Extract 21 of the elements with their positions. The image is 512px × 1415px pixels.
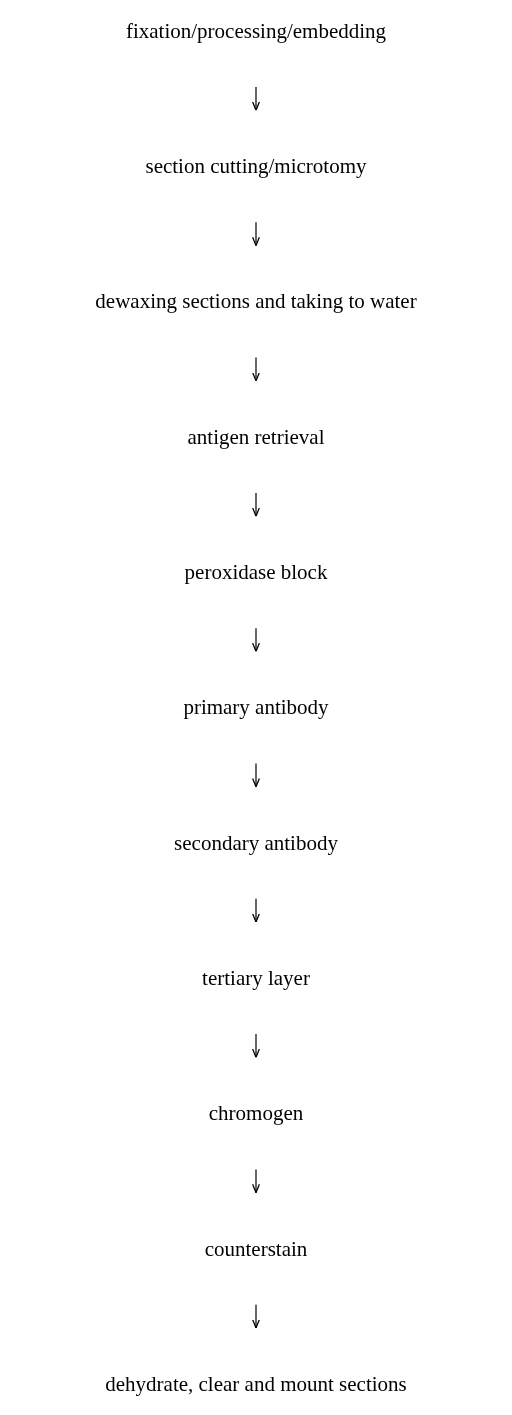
arrow (252, 898, 260, 923)
step-label: chromogen (208, 1100, 304, 1127)
step-label: fixation/processing/embedding (125, 17, 387, 45)
arrow (252, 492, 260, 517)
step-label: dehydrate, clear and mount sections (105, 1370, 407, 1398)
step-label: secondary antibody (174, 829, 338, 856)
arrow (252, 1304, 260, 1329)
step-label: primary antibody (183, 694, 329, 721)
step-label: section cutting/microtomy (145, 153, 367, 180)
step-label: peroxidase block (184, 559, 328, 586)
arrow (252, 86, 260, 111)
step-label: counterstain (204, 1235, 308, 1262)
arrow (252, 1033, 260, 1059)
arrow (252, 1168, 260, 1194)
step-label: antigen retrieval (187, 423, 325, 450)
step-label: dewaxing sections and taking to water (95, 288, 417, 315)
step-label: tertiary layer (202, 964, 310, 992)
arrow (252, 221, 260, 247)
arrow (252, 357, 260, 382)
arrow (252, 627, 260, 653)
arrow (252, 762, 260, 788)
